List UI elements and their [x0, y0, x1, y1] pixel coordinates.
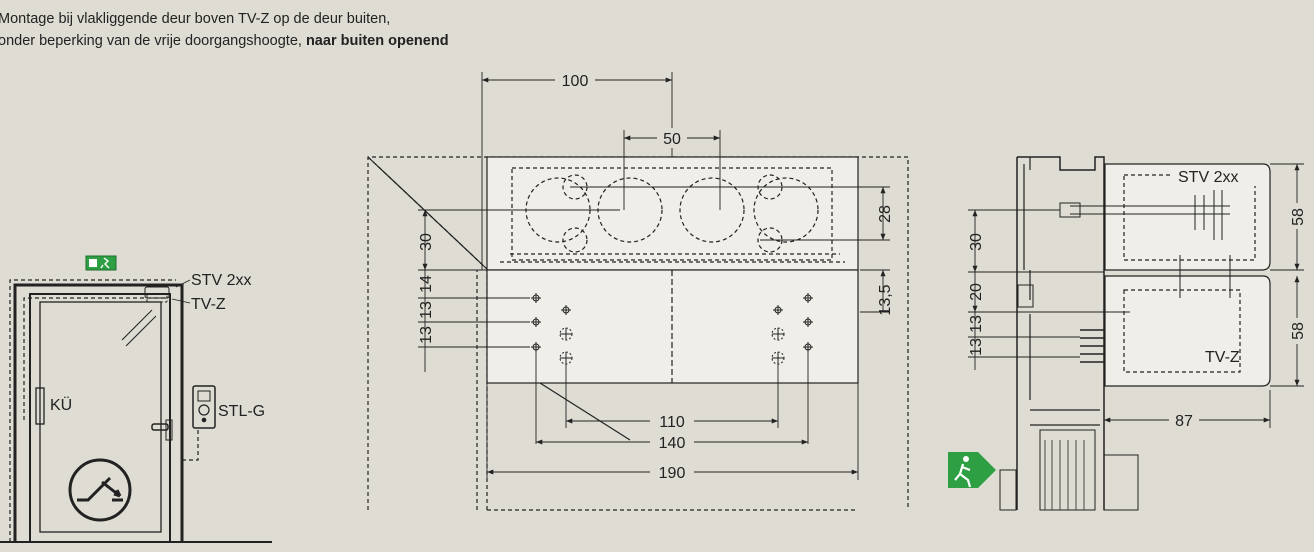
cable-route: [9, 279, 176, 542]
motor-circles: [500, 174, 845, 263]
dim-28: 28: [877, 205, 894, 223]
hole-cross: [803, 293, 813, 303]
exit-sign-door: [89, 259, 97, 267]
hole-cross: [771, 327, 785, 341]
seal-lines: [1044, 440, 1085, 510]
side-dim-13-b: 13: [968, 338, 985, 356]
motor-screw: [562, 227, 588, 253]
gear: [1194, 190, 1223, 240]
emergency-open-glyph: [77, 476, 123, 502]
profile-detail: [1017, 284, 1034, 308]
caption-line-2-bold: naar buiten openend: [305, 33, 449, 49]
door-leaf-section: [1039, 429, 1096, 511]
stv-motor: [144, 286, 170, 299]
side-dimension-labels: STV 2xx TV-Z 30 20 13 13 58 58 87: [968, 166, 1307, 430]
hole-cross: [531, 342, 541, 352]
front-view: [367, 72, 909, 511]
dim-140: 140: [659, 435, 686, 452]
door-glass: [39, 301, 162, 533]
side-dim-30: 30: [968, 233, 985, 251]
glass-hatch: [125, 315, 157, 347]
motor-circle: [679, 177, 745, 243]
glass-hatch: [121, 309, 153, 341]
bolt: [1059, 202, 1081, 218]
dim-100: 100: [562, 73, 589, 90]
dim-13-5: 13,5: [877, 284, 894, 315]
hole-cross: [531, 317, 541, 327]
diagonal: [539, 382, 631, 441]
exit-sign-figure: [100, 257, 110, 269]
exit-arrow-icon: [948, 452, 996, 488]
ku-contact: [35, 387, 45, 425]
motor-outline: [511, 167, 833, 261]
mount-plate: [500, 253, 845, 263]
caption-line-2: onder beperking van de vrije doorgangsho…: [0, 30, 449, 52]
side-view: [968, 156, 1304, 511]
hole-cross: [773, 305, 783, 315]
frame-mitre: [367, 156, 489, 271]
floor-profile: [999, 469, 1017, 511]
mount-screws: [1080, 329, 1104, 363]
hole-cross: [531, 293, 541, 303]
stl-g-key: [201, 417, 207, 423]
cable-route: [23, 297, 165, 420]
dim-110: 110: [659, 414, 685, 431]
side-dim-20: 20: [968, 283, 985, 301]
leaf-bottom: [1103, 454, 1139, 511]
stl-g-button: [198, 404, 210, 416]
side-dimensions: [968, 163, 1304, 428]
spindle: [1070, 205, 1230, 215]
cable-route: [182, 428, 199, 461]
frame-profile: [1017, 156, 1105, 510]
side-dim-13-a: 13: [968, 315, 985, 333]
label-tv-z: TV-Z: [191, 296, 226, 313]
side-label-stv-2xx: STV 2xx: [1178, 169, 1238, 186]
motor-circle: [753, 177, 819, 243]
door-lock: [165, 419, 173, 441]
profile-chambers: [1029, 157, 1100, 426]
hole-cross: [559, 327, 573, 341]
dim-13-b: 13: [418, 326, 435, 344]
door-frame: [13, 283, 184, 542]
frame-inner: [367, 156, 858, 511]
door-view: [0, 279, 272, 543]
tvz-sensor: [146, 293, 168, 303]
label-stv-2xx: STV 2xx: [191, 272, 251, 289]
dim-30: 30: [418, 233, 435, 251]
side-dim-58-b: 58: [1290, 322, 1307, 340]
stv-body: [1104, 163, 1271, 271]
hole-cross: [803, 342, 813, 352]
dim-14: 14: [418, 275, 435, 293]
dim-190: 190: [659, 465, 686, 482]
stv-housing: [486, 156, 859, 271]
dim-13-a: 13: [418, 301, 435, 319]
tvz-body: [1104, 275, 1271, 387]
connector-screws: [1179, 255, 1231, 298]
emergency-open-symbol: [68, 458, 132, 522]
caption: Montage bij vlakliggende deur boven TV-Z…: [0, 8, 449, 52]
front-dimension-labels: 100 50 28 13,5 30 14 13 13 110 140 190: [418, 70, 894, 482]
door-handle: [151, 423, 169, 431]
side-dim-58-a: 58: [1290, 208, 1307, 226]
hole-cross: [803, 317, 813, 327]
stl-g-switch: [192, 385, 216, 429]
stl-g-window: [197, 390, 211, 402]
label-ku: KÜ: [50, 396, 72, 414]
side-dim-87: 87: [1175, 413, 1193, 430]
hole-cross: [561, 305, 571, 315]
caption-line-2-text: onder beperking van de vrije doorgangsho…: [0, 33, 306, 49]
dim-50: 50: [663, 131, 681, 148]
exit-sign-small: [85, 255, 117, 271]
door-leaf: [29, 293, 171, 542]
caption-line-1: Montage bij vlakliggende deur boven TV-Z…: [0, 11, 391, 27]
label-stl-g: STL-G: [218, 403, 265, 420]
side-label-tv-z: TV-Z: [1205, 349, 1240, 366]
